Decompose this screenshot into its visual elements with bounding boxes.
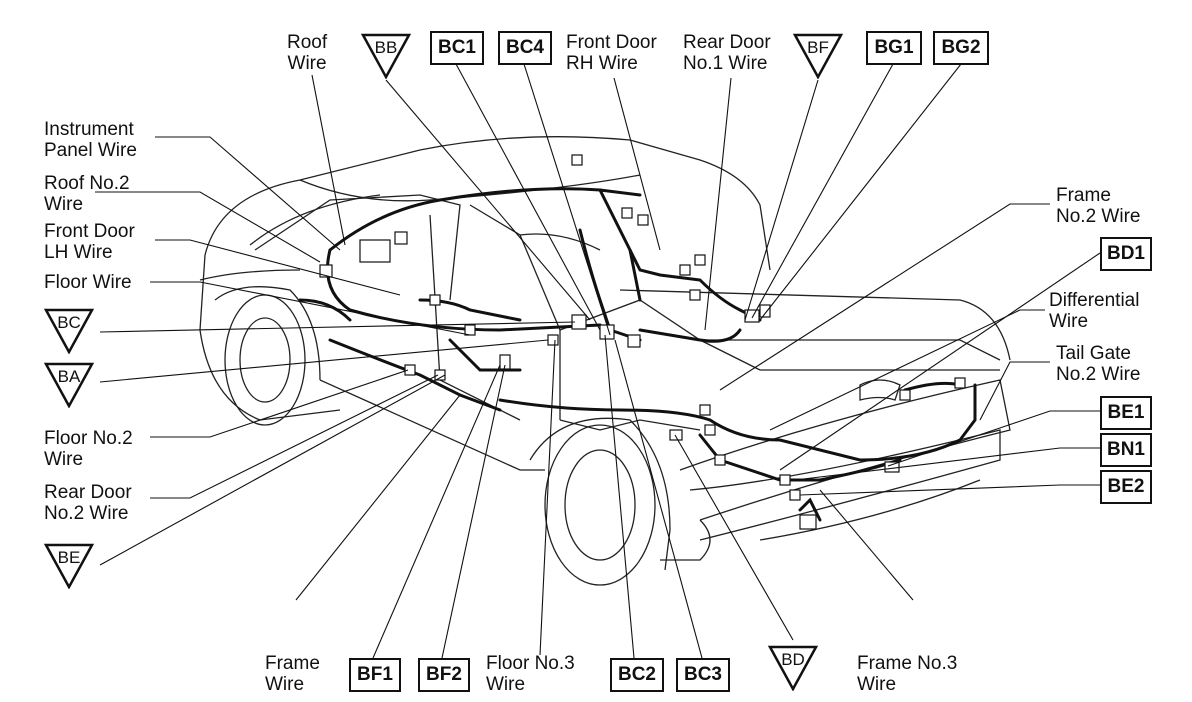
triangle-ba-shape bbox=[44, 362, 94, 408]
connector-box-bc3: BC3 bbox=[676, 658, 730, 692]
triangle-bf-shape bbox=[793, 33, 843, 79]
leader-frame-wire bbox=[296, 395, 460, 600]
connector-triangle-bf: BF bbox=[793, 33, 843, 79]
leader-bg2 bbox=[760, 64, 961, 320]
leader-bc2 bbox=[605, 335, 634, 658]
triangle-be-shape bbox=[44, 543, 94, 589]
label-floor-wire: Floor Wire bbox=[44, 272, 132, 293]
connector-box-bc1: BC1 bbox=[430, 31, 484, 65]
leader-be bbox=[100, 375, 445, 565]
leader-bf bbox=[745, 80, 818, 320]
connector-triangle-bb: BB bbox=[361, 33, 411, 79]
triangle-bd-label: BD bbox=[781, 650, 805, 669]
triangle-be-label: BE bbox=[57, 548, 81, 567]
triangle-bb-shape bbox=[361, 33, 411, 79]
label-rear-door-no1-wire: Rear Door No.1 Wire bbox=[683, 32, 771, 74]
label-tail-gate-no2-wire: Tail Gate No.2 Wire bbox=[1056, 343, 1141, 385]
leader-be1 bbox=[888, 411, 1100, 466]
connector-box-be2: BE2 bbox=[1100, 470, 1152, 504]
leader-floor-no3 bbox=[540, 340, 555, 655]
leader-roof-no2 bbox=[95, 192, 320, 262]
triangle-bf-label: BF bbox=[807, 38, 829, 57]
leader-rear-door-no1 bbox=[705, 78, 731, 330]
leader-bd1 bbox=[780, 253, 1100, 470]
leader-frame-no3 bbox=[820, 490, 913, 600]
triangle-ba-label: BA bbox=[57, 367, 81, 386]
leader-floor-no2 bbox=[150, 370, 408, 437]
connector-box-bc2: BC2 bbox=[610, 658, 664, 692]
connector-triangle-bd: BD bbox=[768, 645, 818, 691]
connector-triangle-be: BE bbox=[44, 543, 94, 589]
label-floor-no3-wire: Floor No.3 Wire bbox=[486, 653, 575, 695]
label-instrument-panel-wire: Instrument Panel Wire bbox=[44, 119, 137, 161]
leader-rear-door-no2 bbox=[150, 375, 438, 498]
connector-box-be1: BE1 bbox=[1100, 396, 1152, 430]
label-differential-wire: Differential Wire bbox=[1049, 290, 1140, 332]
leader-floor-wire bbox=[150, 282, 470, 335]
leader-ba bbox=[100, 340, 548, 382]
triangle-bb-label: BB bbox=[374, 38, 398, 57]
leader-bc bbox=[100, 322, 575, 332]
connector-box-bn1: BN1 bbox=[1100, 433, 1152, 467]
leader-bg1 bbox=[752, 64, 893, 318]
triangle-bc-shape bbox=[44, 308, 94, 354]
leader-tail-gate-no2 bbox=[980, 362, 1050, 420]
triangle-bd-shape bbox=[768, 645, 818, 691]
leader-front-door-rh bbox=[614, 78, 660, 250]
leader-bf1 bbox=[373, 365, 500, 658]
leader-be2 bbox=[800, 485, 1100, 495]
label-roof-no2-wire: Roof No.2 Wire bbox=[44, 173, 130, 215]
connector-box-bf1: BF1 bbox=[349, 658, 401, 692]
leader-bc1 bbox=[456, 64, 600, 330]
label-roof-wire: Roof Wire bbox=[287, 32, 328, 74]
connector-triangle-bc: BC bbox=[44, 308, 94, 354]
leader-roof-wire bbox=[312, 75, 345, 245]
leader-instrument-panel bbox=[155, 137, 340, 250]
leader-bc4 bbox=[524, 64, 610, 335]
label-floor-no2-wire: Floor No.2 Wire bbox=[44, 428, 133, 470]
label-front-door-lh-wire: Front Door LH Wire bbox=[44, 221, 135, 263]
leader-bd bbox=[675, 435, 793, 640]
connector-box-bd1: BD1 bbox=[1100, 237, 1152, 271]
leader-bf2 bbox=[442, 365, 505, 658]
label-frame-no3-wire: Frame No.3 Wire bbox=[857, 653, 958, 695]
leader-bc3 bbox=[615, 340, 702, 658]
leader-frame-no2 bbox=[720, 204, 1050, 390]
leader-bb bbox=[386, 80, 590, 320]
connector-box-bc4: BC4 bbox=[498, 31, 552, 65]
connector-triangle-ba: BA bbox=[44, 362, 94, 408]
leader-differential bbox=[770, 310, 1045, 430]
label-frame-no2-wire: Frame No.2 Wire bbox=[1056, 185, 1141, 227]
leader-lines bbox=[95, 64, 1100, 658]
label-rear-door-no2-wire: Rear Door No.2 Wire bbox=[44, 482, 132, 524]
connector-box-bg1: BG1 bbox=[866, 31, 922, 65]
leader-bn1 bbox=[795, 448, 1100, 480]
label-frame-wire: Frame Wire bbox=[265, 653, 320, 695]
label-front-door-rh-wire: Front Door RH Wire bbox=[566, 32, 657, 74]
connector-blocks bbox=[319, 154, 966, 530]
triangle-bc-label: BC bbox=[57, 313, 81, 332]
leader-front-door-lh bbox=[155, 240, 400, 295]
connector-box-bg2: BG2 bbox=[933, 31, 989, 65]
connector-box-bf2: BF2 bbox=[418, 658, 470, 692]
